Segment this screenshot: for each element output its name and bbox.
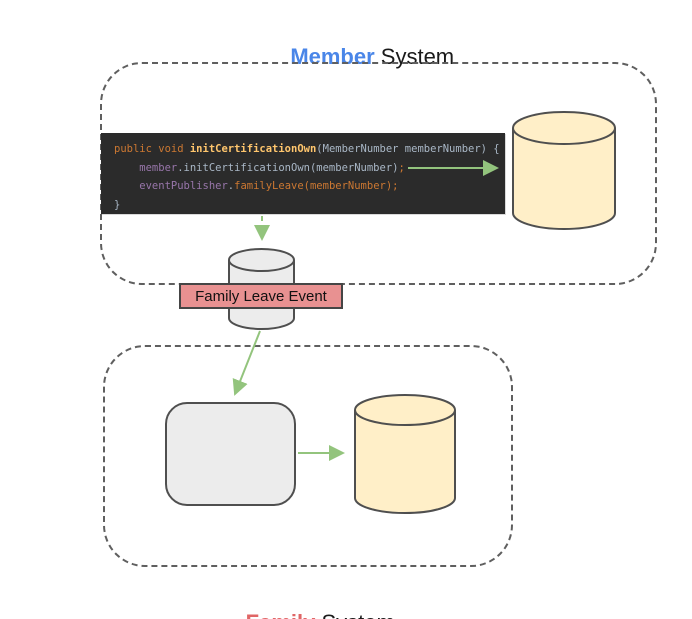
code-token: familyLeave(memberNumber); xyxy=(234,180,399,192)
code-line-1: public void initCertificationOwn(MemberN… xyxy=(114,140,505,159)
code-line-4: } xyxy=(114,196,505,215)
code-line-3: eventPublisher.familyLeave(memberNumber)… xyxy=(114,177,505,196)
family-database-top xyxy=(354,394,456,426)
code-token: eventPublisher xyxy=(114,180,228,192)
family-system-title-highlight: Family xyxy=(246,610,316,619)
member-database-body xyxy=(512,128,616,230)
family-system-title: Family System xyxy=(103,584,513,619)
code-snippet: public void initCertificationOwn(MemberN… xyxy=(101,133,505,214)
family-database-body xyxy=(354,410,456,514)
code-token: initCertificationOwn xyxy=(189,143,317,155)
event-queue-cylinder-icon xyxy=(228,248,295,330)
code-token: ; xyxy=(398,161,405,174)
code-token: public void xyxy=(114,143,190,155)
member-database-top xyxy=(512,111,616,145)
code-token: . xyxy=(227,180,235,192)
family-database-cylinder-icon xyxy=(354,394,456,514)
family-leave-event-text: Family Leave Event xyxy=(195,287,327,305)
family-service-node xyxy=(165,402,296,506)
code-token: .initCertificationOwn(memberNumber) xyxy=(177,161,399,174)
member-system-title-rest: System xyxy=(374,44,455,69)
code-token: member xyxy=(114,161,178,174)
code-token: (MemberNumber memberNumber) { xyxy=(316,143,500,155)
code-token: } xyxy=(114,198,121,211)
event-queue-top xyxy=(228,248,295,272)
member-system-title-highlight: Member xyxy=(290,44,375,69)
family-system-boundary xyxy=(103,345,513,567)
member-database-cylinder-icon xyxy=(512,111,616,230)
member-system-title: Member System xyxy=(100,18,620,96)
family-system-title-rest: System xyxy=(315,610,394,619)
family-leave-event-label: Family Leave Event xyxy=(179,283,343,309)
code-line-2: member.initCertificationOwn(memberNumber… xyxy=(114,159,505,178)
